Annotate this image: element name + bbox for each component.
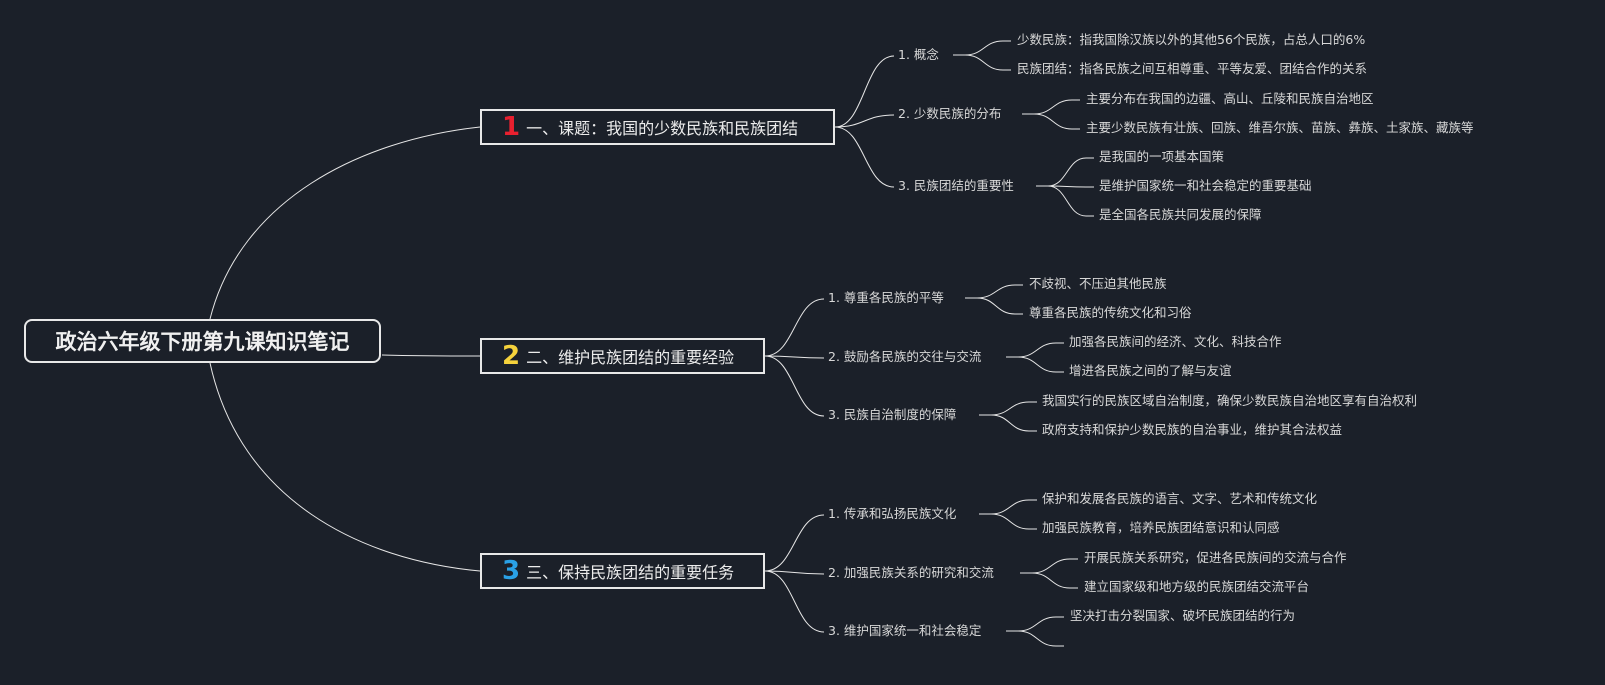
b2-sub-1[interactable]: 1. 尊重各民族的平等 bbox=[828, 290, 944, 305]
b3-sub-2[interactable]: 2. 加强民族关系的研究和交流 bbox=[828, 565, 994, 580]
b1-s1-leaf-1[interactable]: 少数民族：指我国除汉族以外的其他56个民族，占总人口的6% bbox=[1017, 32, 1366, 47]
sub-3-leaf-2-link bbox=[1047, 185, 1087, 188]
sub-1-leaf-2-link bbox=[964, 54, 1004, 71]
b1-s3-leaf-3[interactable]: 是全国各民族共同发展的保障 bbox=[1099, 207, 1262, 222]
branch-3-sub-1-link bbox=[764, 514, 825, 572]
b1-s1-leaf-2[interactable]: 民族团结：指各民族之间互相尊重、平等友爱、团结合作的关系 bbox=[1017, 61, 1368, 76]
sub-4-leaf-2-link bbox=[976, 297, 1016, 315]
branch-3-sub-2-link bbox=[764, 570, 825, 575]
branch-1-sub-1-link bbox=[834, 55, 895, 128]
sub-5-leaf-1-link bbox=[1017, 342, 1057, 358]
sub-7-leaf-2-link bbox=[990, 513, 1030, 530]
root-topic[interactable]: 政治六年级下册第九课知识笔记 bbox=[24, 319, 381, 363]
b2-s3-leaf-1[interactable]: 我国实行的民族区域自治制度，确保少数民族自治地区享有自治权利 bbox=[1042, 393, 1418, 408]
sub-8-leaf-1-link bbox=[1031, 558, 1071, 574]
sub-5-leaf-2-link bbox=[1017, 356, 1057, 373]
b2-s1-leaf-1[interactable]: 不歧视、不压迫其他民族 bbox=[1029, 276, 1167, 291]
b2-sub-2[interactable]: 2. 鼓励各民族的交往与交流 bbox=[828, 349, 982, 364]
b1-sub-1[interactable]: 1. 概念 bbox=[898, 47, 939, 62]
b2-s2-leaf-1[interactable]: 加强各民族间的经济、文化、科技合作 bbox=[1069, 334, 1282, 349]
b3-s1-leaf-1[interactable]: 保护和发展各民族的语言、文字、艺术和传统文化 bbox=[1042, 491, 1318, 506]
sub-3-leaf-3-link bbox=[1047, 185, 1087, 217]
branch-2-sub-2-link bbox=[764, 355, 825, 359]
sub-9-leaf-1-link bbox=[1017, 616, 1057, 632]
b1-sub-3[interactable]: 3. 民族团结的重要性 bbox=[898, 178, 1014, 193]
sub-4-leaf-1-link bbox=[976, 284, 1016, 299]
sub-9-leaf-2-link bbox=[1017, 630, 1057, 647]
number-3-icon: 3 bbox=[502, 556, 521, 586]
b3-sub-3[interactable]: 3. 维护国家统一和社会稳定 bbox=[828, 623, 982, 638]
number-1-icon: 1 bbox=[502, 112, 521, 142]
b1-s2-leaf-2[interactable]: 主要少数民族有壮族、回族、维吾尔族、苗族、彝族、土家族、藏族等 bbox=[1086, 120, 1474, 135]
sub-6-leaf-1-link bbox=[990, 401, 1030, 416]
branch-2-title: 二、维护民族团结的重要经验 bbox=[526, 348, 735, 367]
b3-s2-leaf-2[interactable]: 建立国家级和地方级的民族团结交流平台 bbox=[1084, 579, 1310, 594]
b3-sub-1[interactable]: 1. 传承和弘扬民族文化 bbox=[828, 506, 957, 521]
root-link-2 bbox=[381, 354, 481, 357]
b1-sub-2[interactable]: 2. 少数民族的分布 bbox=[898, 106, 1002, 121]
b3-s1-leaf-2[interactable]: 加强民族教育，培养民族团结意识和认同感 bbox=[1042, 520, 1280, 535]
b2-s2-leaf-2[interactable]: 增进各民族之间的了解与友谊 bbox=[1069, 363, 1232, 378]
sub-7-leaf-1-link bbox=[990, 499, 1030, 515]
number-2-icon: 2 bbox=[502, 341, 521, 371]
branch-1-title: 一、课题：我国的少数民族和民族团结 bbox=[526, 119, 799, 138]
branch-2[interactable]: 2 二、维护民族团结的重要经验 bbox=[480, 338, 765, 374]
branch-2-sub-3-link bbox=[764, 355, 825, 417]
branch-1-sub-3-link bbox=[834, 126, 895, 188]
b2-sub-3[interactable]: 3. 民族自治制度的保障 bbox=[828, 407, 957, 422]
branch-2-sub-1-link bbox=[764, 298, 825, 357]
b1-s2-leaf-1[interactable]: 主要分布在我国的边疆、高山、丘陵和民族自治地区 bbox=[1086, 91, 1374, 106]
branch-3-title: 三、保持民族团结的重要任务 bbox=[526, 563, 735, 582]
branch-3-sub-3-link bbox=[764, 570, 825, 633]
b2-s3-leaf-2[interactable]: 政府支持和保护少数民族的自治事业，维护其合法权益 bbox=[1042, 422, 1343, 437]
root-link-3 bbox=[209, 362, 481, 572]
b1-s3-leaf-2[interactable]: 是维护国家统一和社会稳定的重要基础 bbox=[1099, 178, 1312, 193]
root-link-1 bbox=[209, 126, 481, 320]
b3-s2-leaf-1[interactable]: 开展民族关系研究，促进各民族间的交流与合作 bbox=[1084, 550, 1347, 565]
sub-1-leaf-1-link bbox=[964, 40, 1004, 56]
sub-8-leaf-2-link bbox=[1031, 572, 1071, 589]
b2-s1-leaf-2[interactable]: 尊重各民族的传统文化和习俗 bbox=[1029, 305, 1192, 320]
b3-s3-leaf-1[interactable]: 坚决打击分裂国家、破坏民族团结的行为 bbox=[1070, 608, 1296, 623]
branch-3[interactable]: 3 三、保持民族团结的重要任务 bbox=[480, 553, 765, 589]
sub-6-leaf-2-link bbox=[990, 414, 1030, 432]
branch-1-sub-2-link bbox=[834, 114, 895, 128]
sub-2-leaf-2-link bbox=[1033, 113, 1073, 130]
b1-s3-leaf-1[interactable]: 是我国的一项基本国策 bbox=[1099, 149, 1225, 164]
root-title: 政治六年级下册第九课知识笔记 bbox=[55, 330, 350, 354]
sub-2-leaf-1-link bbox=[1033, 99, 1073, 115]
branch-1[interactable]: 1 一、课题：我国的少数民族和民族团结 bbox=[480, 109, 835, 145]
sub-3-leaf-1-link bbox=[1047, 157, 1087, 187]
